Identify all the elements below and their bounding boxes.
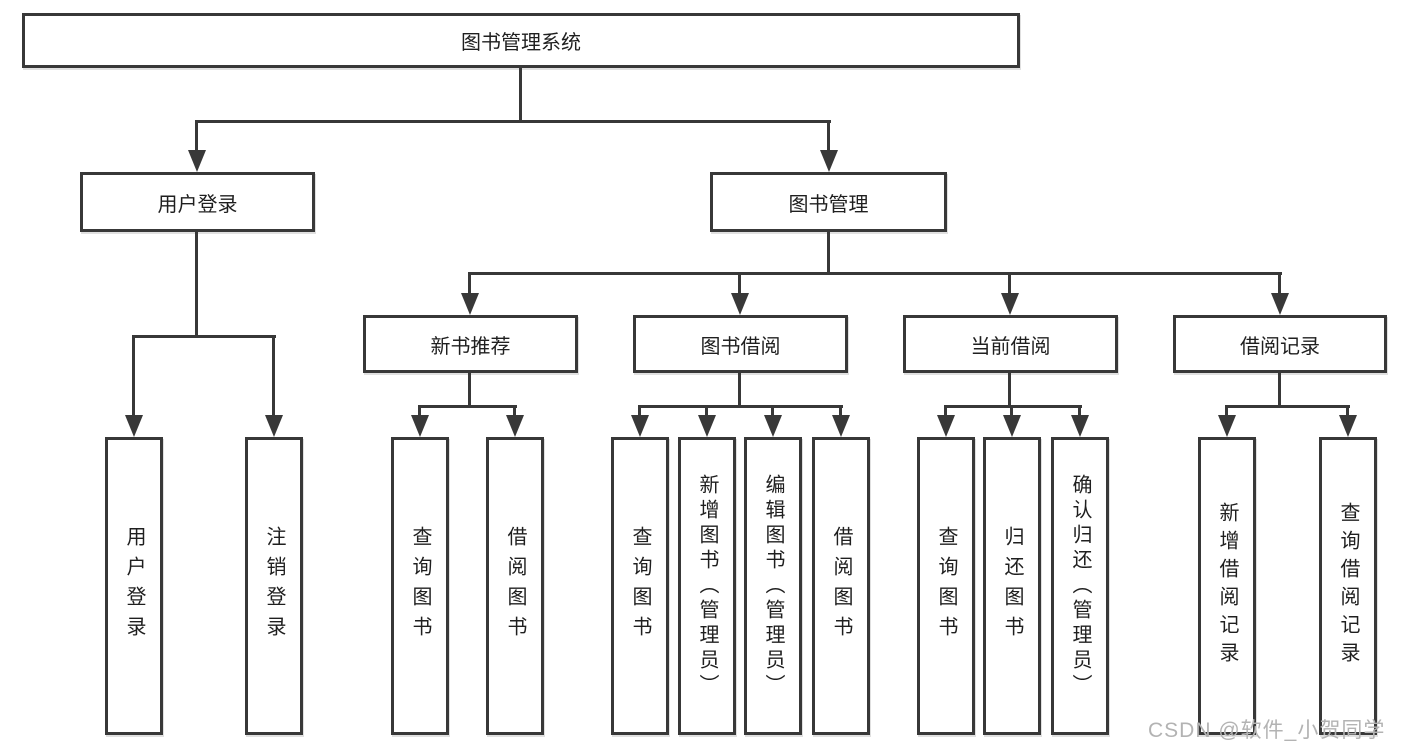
leaf-user-login-label: 用户登录 (123, 526, 145, 646)
leaf-query-borrow-record: 查询借阅记录 (1319, 437, 1377, 735)
connector-line (705, 405, 708, 415)
arrowhead-down-icon (188, 150, 206, 172)
leaf-query-book-1-label: 查询图书 (409, 526, 431, 646)
arrowhead-down-icon (1339, 415, 1357, 437)
connector-line (133, 335, 276, 338)
node-borrow-record: 借阅记录 (1173, 315, 1387, 373)
connector-line (469, 272, 1282, 275)
leaf-logout: 注销登录 (245, 437, 303, 735)
node-user-login: 用户登录 (80, 172, 315, 232)
leaf-query-book-2: 查询图书 (611, 437, 669, 735)
arrowhead-down-icon (1271, 293, 1289, 315)
leaf-borrow-book-1-label: 借阅图书 (504, 526, 526, 646)
arrowhead-down-icon (820, 150, 838, 172)
leaf-add-book-admin: 新增图书（管理员） (678, 437, 736, 735)
connector-line (132, 335, 135, 415)
leaf-query-book-1: 查询图书 (391, 437, 449, 735)
node-new-book-recommend: 新书推荐 (363, 315, 578, 373)
arrowhead-down-icon (731, 293, 749, 315)
leaf-return-book: 归还图书 (983, 437, 1041, 735)
arrowhead-down-icon (631, 415, 649, 437)
connector-line (1346, 405, 1349, 415)
node-book-management-label: 图书管理 (788, 193, 869, 216)
arrowhead-down-icon (832, 415, 850, 437)
node-root: 图书管理系统 (22, 13, 1020, 68)
node-new-book-recommend-label: 新书推荐 (430, 335, 511, 358)
leaf-edit-book-admin: 编辑图书（管理员） (744, 437, 802, 735)
arrowhead-down-icon (937, 415, 955, 437)
connector-line (638, 405, 641, 415)
node-borrow-record-label: 借阅记录 (1240, 335, 1320, 358)
arrowhead-down-icon (265, 415, 283, 437)
leaf-add-book-admin-label: 新增图书（管理员） (696, 473, 718, 699)
connector-line (827, 120, 830, 152)
connector-line (195, 232, 198, 335)
leaf-return-book-label: 归还图书 (1001, 526, 1023, 646)
connector-line (468, 272, 471, 293)
arrowhead-down-icon (1003, 415, 1021, 437)
arrowhead-down-icon (506, 415, 524, 437)
connector-line (519, 68, 522, 120)
leaf-query-book-3-label: 查询图书 (935, 526, 957, 646)
connector-line (1278, 373, 1281, 405)
leaf-user-login: 用户登录 (105, 437, 163, 735)
connector-line (1008, 272, 1011, 293)
connector-line (418, 405, 421, 415)
arrowhead-down-icon (1218, 415, 1236, 437)
leaf-edit-book-admin-label: 编辑图书（管理员） (762, 473, 784, 699)
arrowhead-down-icon (411, 415, 429, 437)
connector-line (827, 232, 830, 272)
leaf-query-borrow-record-label: 查询借阅记录 (1337, 502, 1359, 670)
arrowhead-down-icon (1001, 293, 1019, 315)
connector-line (195, 120, 198, 152)
leaf-query-book-3: 查询图书 (917, 437, 975, 735)
leaf-borrow-book-2: 借阅图书 (812, 437, 870, 735)
arrowhead-down-icon (1071, 415, 1089, 437)
connector-line (1010, 405, 1013, 415)
connector-line (771, 405, 774, 415)
leaf-add-borrow-record-label: 新增借阅记录 (1216, 502, 1238, 670)
node-book-management: 图书管理 (710, 172, 947, 232)
node-book-borrow-label: 图书借阅 (700, 335, 781, 358)
connector-line (1008, 373, 1011, 405)
connector-line (419, 405, 517, 408)
leaf-borrow-book-1: 借阅图书 (486, 437, 544, 735)
leaf-query-book-2-label: 查询图书 (629, 526, 651, 646)
connector-line (513, 405, 516, 415)
node-user-login-label: 用户登录 (157, 193, 238, 216)
leaf-borrow-book-2-label: 借阅图书 (830, 526, 852, 646)
connector-line (738, 272, 741, 293)
arrowhead-down-icon (461, 293, 479, 315)
connector-line (639, 405, 843, 408)
connector-line (945, 405, 1082, 408)
arrowhead-down-icon (764, 415, 782, 437)
connector-line (1226, 405, 1350, 408)
connector-line (1225, 405, 1228, 415)
leaf-add-borrow-record: 新增借阅记录 (1198, 437, 1256, 735)
connector-line (839, 405, 842, 415)
connector-line (272, 335, 275, 415)
node-root-label: 图书管理系统 (461, 32, 581, 54)
connector-line (1078, 405, 1081, 415)
node-current-borrow-label: 当前借阅 (970, 335, 1051, 358)
connector-line (468, 373, 471, 405)
arrowhead-down-icon (125, 415, 143, 437)
connector-line (1278, 272, 1281, 293)
connector-line (738, 373, 741, 405)
node-book-borrow: 图书借阅 (633, 315, 848, 373)
leaf-confirm-return-admin-label: 确认归还（管理员） (1069, 473, 1091, 699)
arrowhead-down-icon (698, 415, 716, 437)
connector-line (196, 120, 831, 123)
leaf-confirm-return-admin: 确认归还（管理员） (1051, 437, 1109, 735)
leaf-logout-label: 注销登录 (263, 526, 285, 646)
csdn-watermark: CSDN @软件_小贺同学 (1148, 719, 1386, 742)
connector-line (944, 405, 947, 415)
node-current-borrow: 当前借阅 (903, 315, 1118, 373)
